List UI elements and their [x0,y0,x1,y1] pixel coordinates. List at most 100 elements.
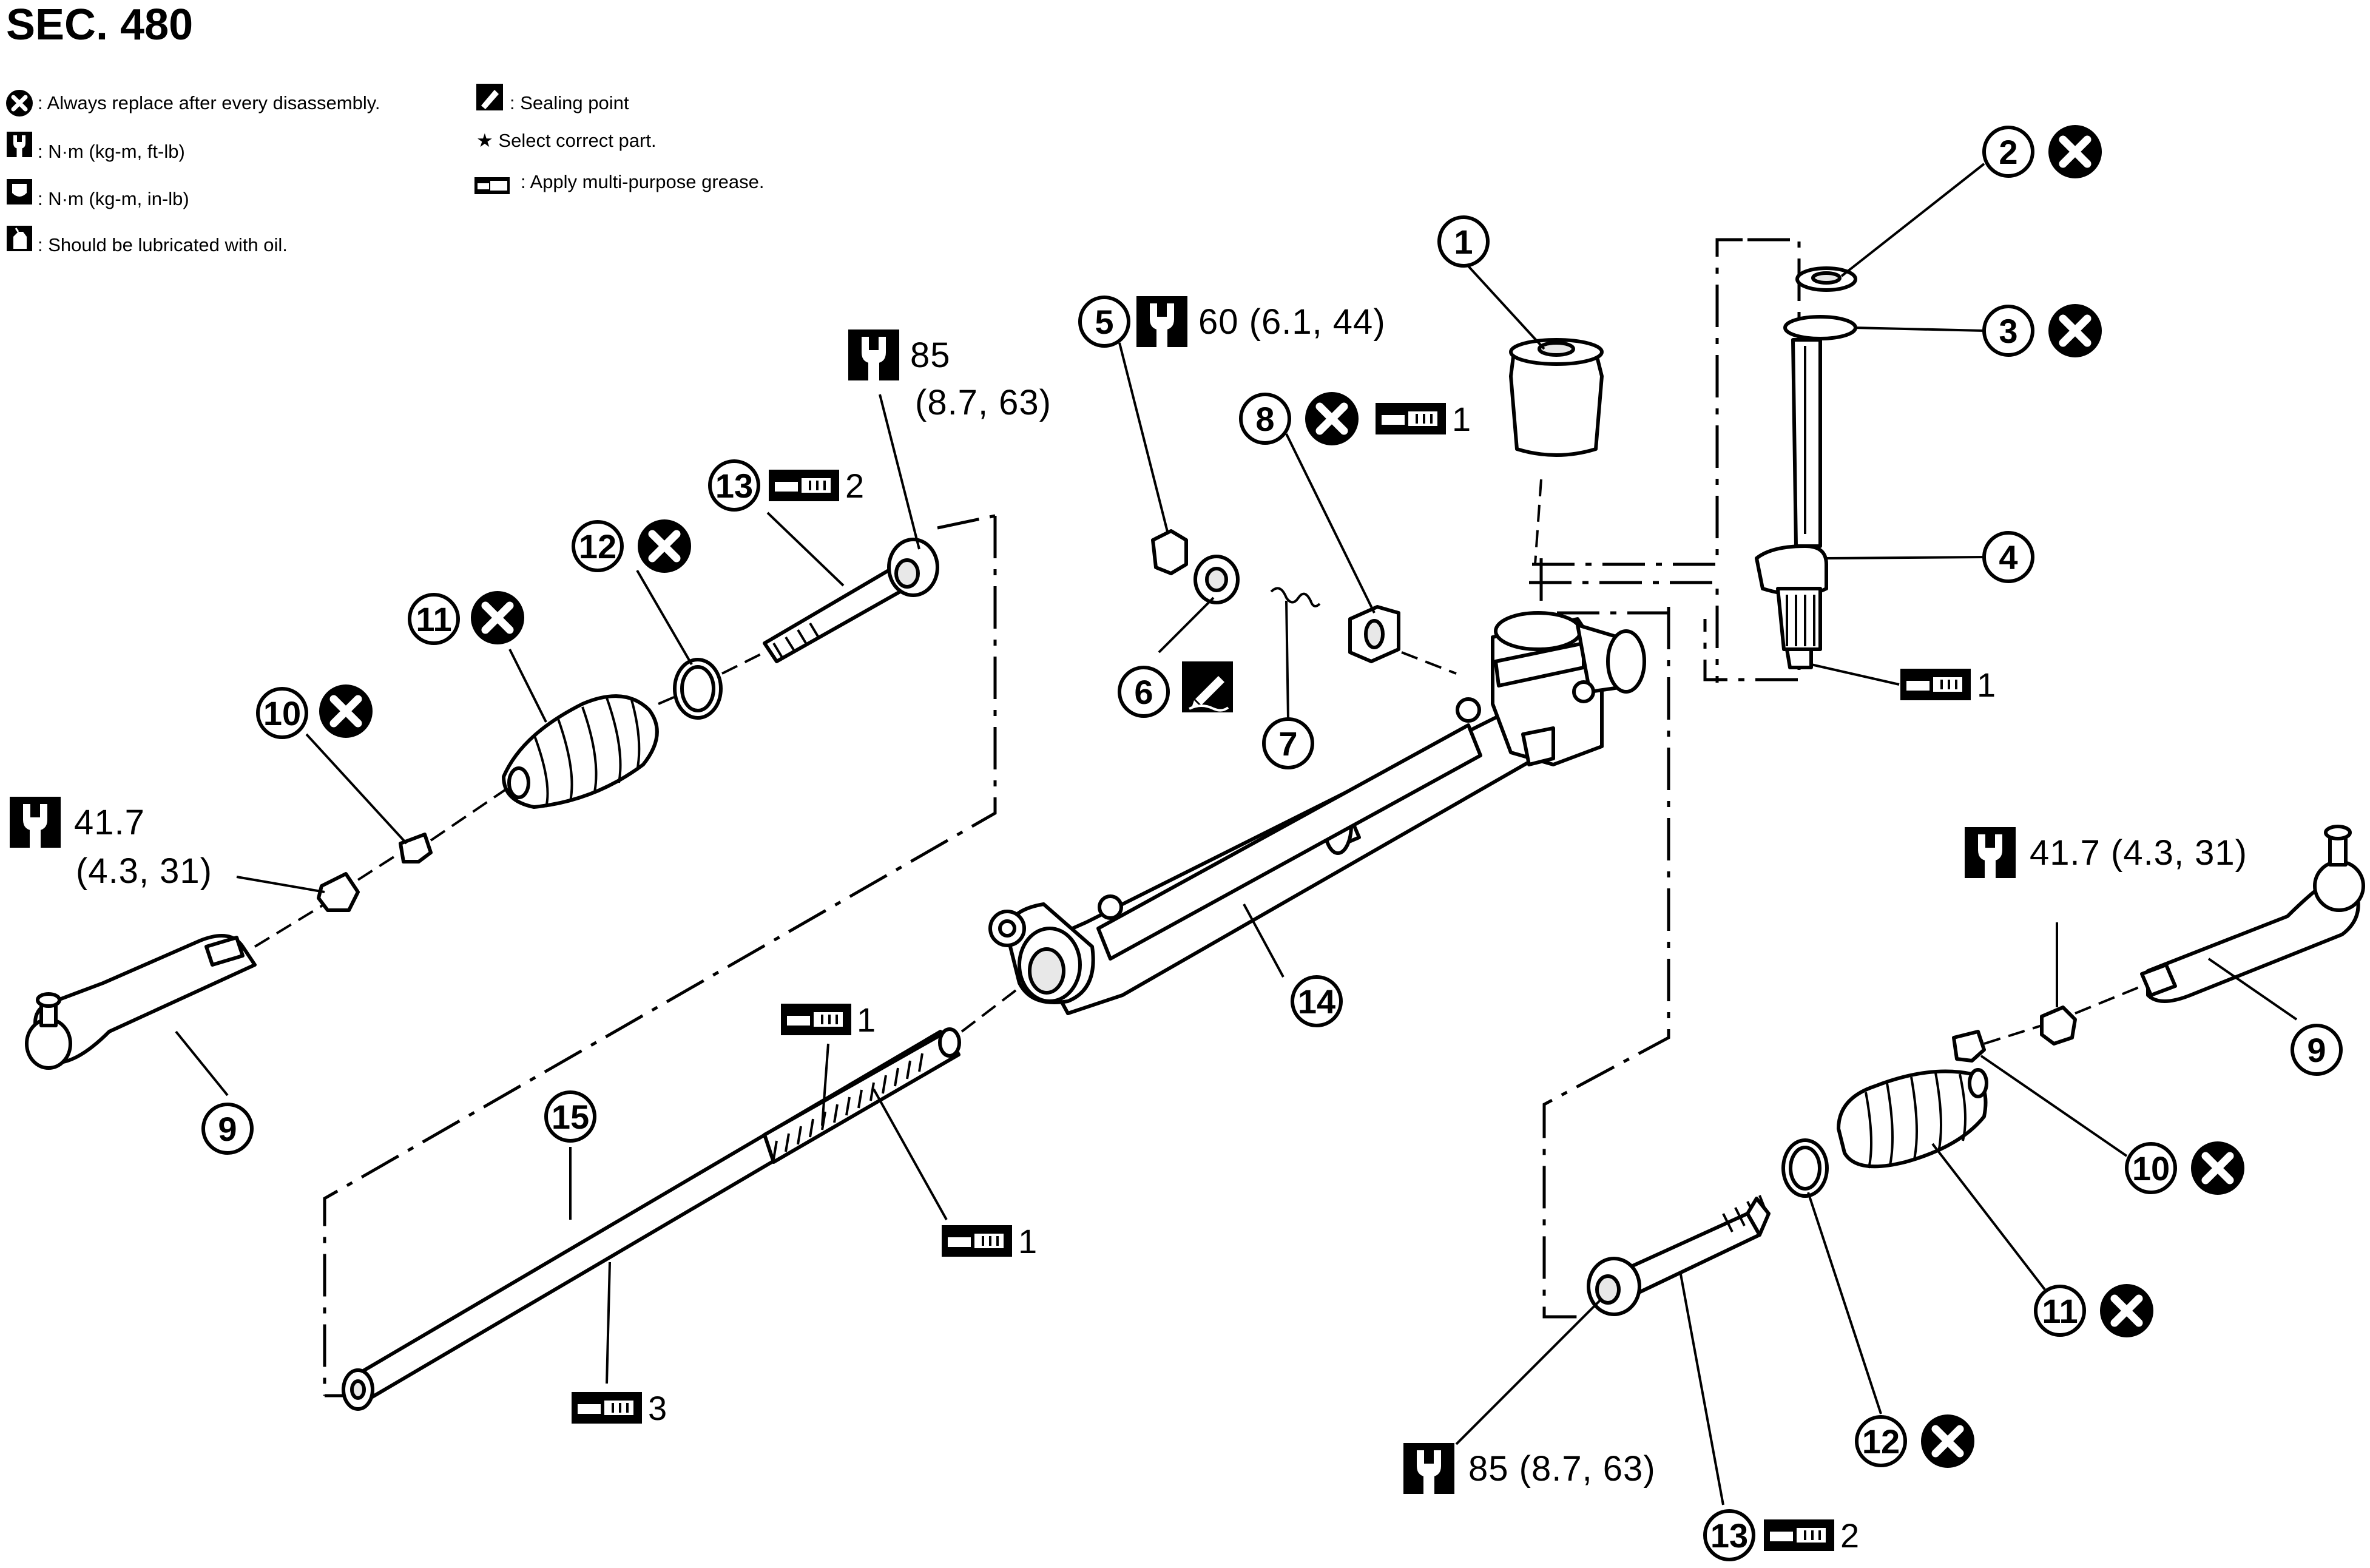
legend-torque-in: : N·m (kg-m, in-lb) [38,188,189,209]
left-axis-e [721,651,765,675]
section-title: SEC. 480 [6,1,193,49]
callout-1: 1 [1437,215,1490,268]
callout-10-left: 10 [256,687,308,739]
svg-text:7: 7 [1278,725,1297,763]
torque-icon-outer-left [10,797,61,848]
callout-13-left: 13 [708,459,760,512]
leader-lines [175,163,2298,1505]
grease-num-13-left: 2 [845,467,864,505]
grease-num-13-right: 2 [1840,1516,1859,1555]
cover-axis [1534,479,1542,565]
grease-num-8: 1 [1452,400,1471,438]
callout-9-left: 9 [201,1103,254,1155]
grease-num-4: 1 [1977,666,1996,704]
grease-icon [474,177,510,194]
grease-icon-13-right [1763,1518,1835,1552]
left-axis-c [430,788,508,842]
svg-text:5: 5 [1095,303,1113,341]
svg-text:10: 10 [2132,1149,2170,1188]
retainer-axis [1401,651,1457,675]
svg-text:14: 14 [1298,982,1335,1021]
pinion-parts [1509,266,1857,669]
grease-num-rack-top: 1 [857,1001,876,1039]
svg-text:10: 10 [263,694,301,732]
callout-5: 5 [1078,296,1130,348]
callout-10-left-replace-icon [319,684,373,738]
svg-text:13: 13 [1710,1516,1748,1555]
callout-11-right-replace-icon [2100,1284,2153,1337]
callout-10-right-replace-icon [2191,1141,2244,1195]
left-axis-d [658,694,680,705]
torque-inlb-icon [7,179,32,204]
torque-icon-inner-right [1403,1443,1454,1494]
svg-text:15: 15 [552,1098,589,1136]
svg-text:4: 4 [1999,538,2017,576]
torque-icon-outer-right [1965,827,2016,878]
left-tie-rod-assembly [25,538,939,1070]
callout-12-right-replace-icon [1921,1414,1974,1468]
torque-outer-right: 41.7 (4.3, 31) [2030,833,2247,873]
svg-text:1: 1 [1454,223,1473,261]
svg-text:9: 9 [218,1110,237,1148]
callout-8: 8 [1239,393,1291,445]
grease-icon-8 [1374,402,1447,436]
rack [342,1027,961,1411]
legend-select: ★ Select correct part. [476,130,657,151]
legend-replace: : Always replace after every disassembly… [38,92,380,113]
svg-text:11: 11 [416,600,451,638]
grease-points: 1 2 1 1 1 3 2 [570,400,1996,1555]
svg-text:6: 6 [1134,673,1153,711]
callout-14: 14 [1291,975,1343,1027]
grease-icon-rack-mid [940,1224,1013,1258]
torque-specs: 60 (6.1, 44) 85 (8.7, 63) 41.7 (4.3, 31)… [10,296,2247,1494]
right-tie-rod-assembly [1587,825,2365,1316]
torque-nut5: 60 (6.1, 44) [1198,302,1386,342]
callouts: 1 2 3 4 5 6 7 8 13 12 11 10 9 14 15 9 10… [201,125,2343,1561]
torque-icon-nut5 [1136,296,1187,347]
callout-6: 6 [1118,666,1170,718]
svg-text:3: 3 [1999,312,2017,350]
legend-sealing: : Sealing point [510,92,629,113]
right-axis-a [1983,1024,2042,1045]
torque-inner-right: 85 (8.7, 63) [1468,1449,1656,1489]
torque-outer-left-b: (4.3, 31) [76,851,212,891]
callout-4: 4 [1982,531,2034,583]
callout-6-sealing-icon [1181,660,1234,714]
grease-icon-4 [1899,667,1972,701]
callout-11-right: 11 [2034,1285,2086,1337]
assembly-frames [323,238,1801,1397]
torque-inner-left-a: 85 [910,336,951,375]
svg-text:12: 12 [1862,1422,1900,1461]
grease-icon-rack-top [780,1002,852,1036]
callout-3-replace-icon [2048,304,2102,357]
grease-icon-rack-end [570,1391,643,1425]
svg-text:12: 12 [579,527,616,566]
oil-icon [7,226,32,251]
retainer-parts [1151,529,1400,663]
torque-outer-left-a: 41.7 [74,803,145,842]
torque-icon-inner-left [848,329,899,380]
callout-12-left: 12 [572,520,624,572]
svg-text:8: 8 [1255,400,1274,438]
torque-ftlb-icon [7,132,32,157]
callout-2: 2 [1982,126,2034,178]
grease-num-rack-mid: 1 [1018,1222,1037,1260]
legend: : Always replace after every disassembly… [6,84,765,255]
gear-housing [988,611,1646,1015]
grease-num-rack-end: 3 [648,1389,667,1427]
left-axis-b [357,851,402,881]
right-axis-b [2075,985,2142,1015]
legend-oil: : Should be lubricated with oil. [38,234,288,255]
svg-text:2: 2 [1999,133,2017,171]
callout-7: 7 [1262,717,1314,769]
torque-inner-left-b: (8.7, 63) [915,383,1052,422]
callout-2-replace-icon [2048,125,2102,178]
callout-11-left-replace-icon [471,591,524,644]
callout-15: 15 [544,1090,596,1143]
callout-8-replace-icon [1305,392,1359,445]
callout-3: 3 [1982,305,2034,357]
legend-torque-ft: : N·m (kg-m, ft-lb) [38,141,185,162]
sealing-icon [476,84,503,110]
svg-text:9: 9 [2307,1031,2326,1069]
